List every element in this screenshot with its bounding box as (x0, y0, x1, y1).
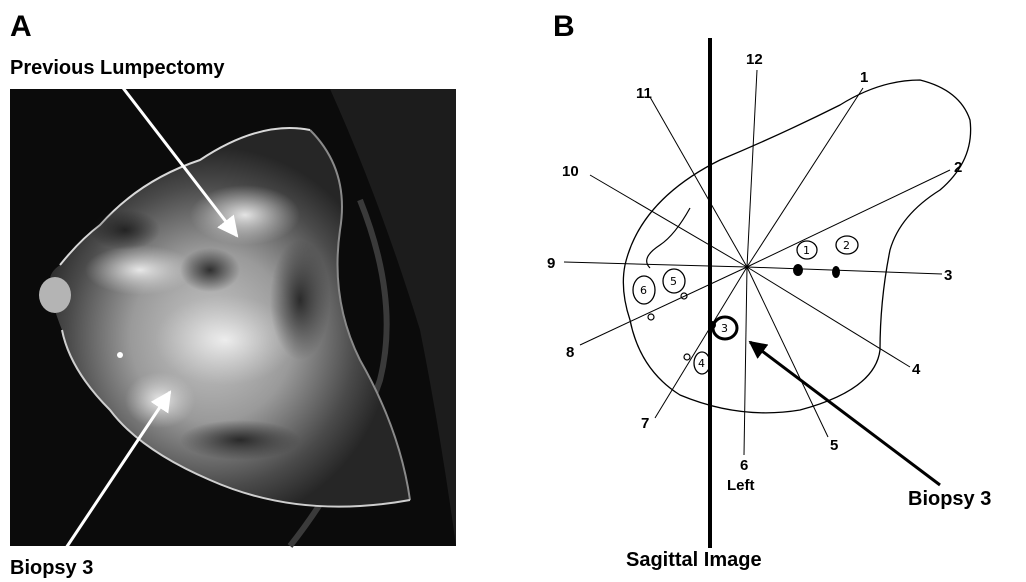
clock-label-3: 3 (944, 267, 952, 284)
lesion-label-4: 4 (698, 357, 705, 370)
clock-line-9 (564, 262, 747, 267)
lesion-label-6: 6 (640, 284, 647, 297)
biopsy3-label-a: Biopsy 3 (10, 558, 93, 578)
clock-line-6 (744, 267, 747, 455)
lesion-label-3: 3 (721, 322, 728, 335)
sagittal-image-label: Sagittal Image (626, 550, 762, 570)
clock-label-4: 4 (912, 361, 921, 378)
clock-label-6: 6 (740, 457, 748, 474)
clock-line-7 (655, 267, 747, 418)
clock-label-11: 11 (636, 85, 652, 102)
clock-label-12: 12 (746, 51, 763, 68)
clock-label-5: 5 (830, 437, 838, 454)
clock-line-3 (747, 267, 942, 274)
left-side-label: Left (727, 477, 755, 494)
lesion-label-2: 2 (843, 239, 850, 252)
lesion-label-5: 5 (670, 275, 677, 288)
clock-line-12 (747, 70, 757, 267)
clock-label-7: 7 (641, 415, 649, 432)
clock-label-1: 1 (860, 69, 868, 86)
lesion-label-1: 1 (803, 244, 810, 257)
panel-b-letter: B (553, 12, 575, 42)
clock-label-2: 2 (954, 159, 962, 176)
clock-line-10 (590, 175, 747, 267)
clock-label-8: 8 (566, 344, 574, 361)
biopsy3-label-b: Biopsy 3 (908, 489, 991, 509)
clock-label-9: 9 (547, 255, 555, 272)
mri-image (10, 89, 456, 546)
clock-line-2 (747, 170, 950, 267)
clock-label-10: 10 (562, 163, 579, 180)
clock-line-4 (747, 267, 910, 367)
clock-diagram (564, 38, 971, 548)
